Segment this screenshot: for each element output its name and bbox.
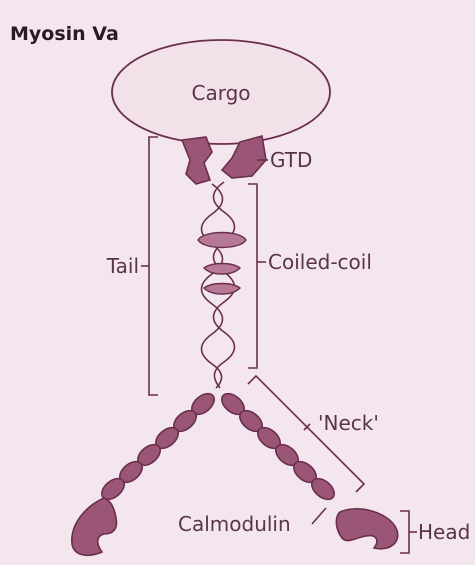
head-label: Head bbox=[418, 520, 470, 544]
tail-bracket bbox=[149, 137, 158, 395]
gtd-left-domain bbox=[182, 137, 212, 184]
coiled-coil-bump-upper bbox=[198, 233, 246, 248]
head-left bbox=[72, 498, 117, 555]
right-lever-arm bbox=[218, 390, 338, 504]
coiled-coil-bracket bbox=[248, 184, 257, 368]
left-lever-arm bbox=[98, 390, 218, 504]
gtd-label: GTD bbox=[270, 148, 312, 172]
coiled-coil-label: Coiled-coil bbox=[268, 250, 372, 274]
calmodulin-label: Calmodulin bbox=[178, 512, 291, 536]
cargo-label: Cargo bbox=[191, 81, 250, 105]
tail-label: Tail bbox=[106, 254, 139, 278]
coiled-coil-bump-lower bbox=[204, 284, 240, 295]
coiled-coil-bump-middle bbox=[204, 264, 240, 275]
neck-label: 'Neck' bbox=[318, 411, 379, 435]
head-right bbox=[336, 509, 397, 549]
head-bracket bbox=[400, 511, 409, 553]
calmodulin-pointer bbox=[312, 508, 326, 524]
diagram-title: Myosin Va bbox=[10, 23, 119, 45]
